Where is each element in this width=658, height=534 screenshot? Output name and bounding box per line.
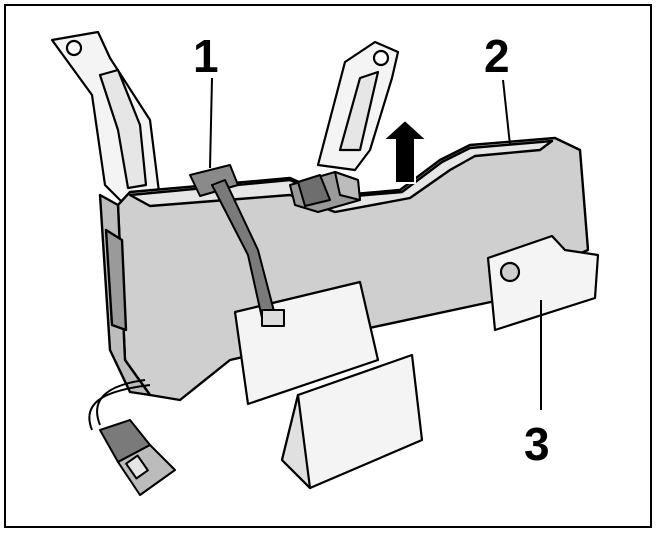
rear-bracket-left — [50, 30, 162, 212]
mounting-bracket-3 — [486, 234, 600, 332]
callout-label-3: 3 — [524, 418, 550, 470]
callout-label-1: 1 — [193, 30, 219, 82]
leader-lines — [209, 77, 542, 410]
callout-label-2: 2 — [484, 30, 510, 82]
wire-harness — [88, 379, 176, 496]
connector-plug-icon — [289, 171, 361, 213]
lower-bracket — [280, 353, 424, 490]
rear-bracket-right — [316, 40, 400, 172]
up-arrow-icon — [380, 118, 430, 184]
cable-tie-icon — [189, 164, 285, 327]
